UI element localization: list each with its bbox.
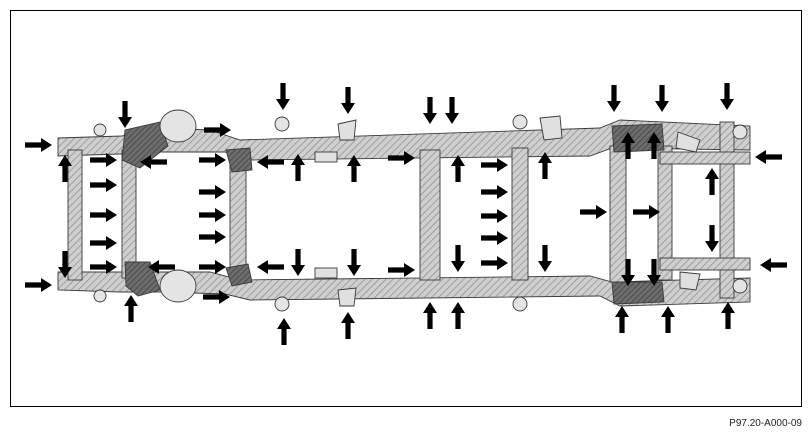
bracket xyxy=(539,115,563,141)
body-mount xyxy=(93,289,107,303)
crossmember-3 xyxy=(419,149,441,281)
arrow-icon xyxy=(445,97,459,124)
arrow-icon xyxy=(291,154,305,181)
figure-caption: P97.20-A000-09 xyxy=(729,418,802,429)
arrow-icon xyxy=(90,153,117,167)
arrow-icon xyxy=(755,150,782,164)
arrow-icon xyxy=(58,251,72,278)
arrow-icon xyxy=(199,230,226,244)
body-mount xyxy=(732,124,748,140)
crossmember-1 xyxy=(121,149,137,279)
arrow-icon xyxy=(90,236,117,250)
arrow-icon xyxy=(621,259,635,286)
bracket xyxy=(314,267,338,279)
body-mount xyxy=(274,116,290,132)
arrow-icon xyxy=(423,97,437,124)
arrow-icon xyxy=(204,123,231,137)
arrow-icon xyxy=(388,151,415,165)
arrow-icon xyxy=(199,208,226,222)
arrow-icon xyxy=(257,260,284,274)
arrow-icon xyxy=(277,318,291,345)
figure-border xyxy=(10,10,802,407)
rear-tube-lower xyxy=(659,257,751,271)
arrow-icon xyxy=(633,205,660,219)
bracket xyxy=(337,119,357,141)
rear-spring-mount-upper xyxy=(611,123,665,153)
arrow-icon xyxy=(655,85,669,112)
arrow-icon xyxy=(276,83,290,110)
arrow-icon xyxy=(388,263,415,277)
front-mount-lower xyxy=(124,261,161,297)
body-mount xyxy=(274,296,290,312)
front-mount-upper xyxy=(121,121,169,169)
arrow-icon xyxy=(721,302,735,329)
arrow-icon xyxy=(705,225,719,252)
arrow-icon xyxy=(341,87,355,114)
rear-spring-mount-lower xyxy=(611,281,665,305)
bracket xyxy=(337,287,357,307)
spring-tower-lower xyxy=(159,269,197,303)
arrow-icon xyxy=(90,178,117,192)
arrow-group xyxy=(25,83,787,345)
arrow-icon xyxy=(341,312,355,339)
arrow-icon xyxy=(423,302,437,329)
frame-assembly xyxy=(57,109,751,312)
rear-tube-upper xyxy=(659,151,751,165)
arrow-icon xyxy=(607,85,621,112)
arrow-icon xyxy=(451,245,465,272)
arrow-icon xyxy=(615,306,629,333)
mid-mount-upper xyxy=(225,147,253,173)
mid-mount-lower xyxy=(225,263,253,287)
arrow-icon xyxy=(647,259,661,286)
arrow-icon xyxy=(720,83,734,110)
arrow-icon xyxy=(347,155,361,182)
arrow-icon xyxy=(481,256,508,270)
arrow-icon xyxy=(118,101,132,128)
body-mount xyxy=(512,296,528,312)
arrow-icon xyxy=(481,231,508,245)
rear-crossmember xyxy=(719,121,735,299)
arrow-icon xyxy=(58,155,72,182)
arrow-icon xyxy=(203,290,230,304)
arrow-icon xyxy=(257,155,284,169)
arrow-icon xyxy=(661,306,675,333)
front-crossmember xyxy=(67,149,83,281)
arrow-icon xyxy=(451,302,465,329)
arrow-icon xyxy=(199,153,226,167)
body-mount xyxy=(732,278,748,294)
arrow-icon xyxy=(199,260,226,274)
bracket xyxy=(675,131,701,153)
arrow-icon xyxy=(25,138,52,152)
arrow-icon xyxy=(760,258,787,272)
crossmember-4 xyxy=(511,147,529,281)
bracket xyxy=(314,151,338,163)
bracket xyxy=(679,271,701,291)
spring-tower-upper xyxy=(159,109,197,143)
arrow-icon xyxy=(90,260,117,274)
arrow-icon xyxy=(291,249,305,276)
arrow-icon xyxy=(705,168,719,195)
arrow-icon xyxy=(25,278,52,292)
arrow-icon xyxy=(481,209,508,223)
arrow-icon xyxy=(451,155,465,182)
arrow-icon xyxy=(538,245,552,272)
arrow-icon xyxy=(124,295,138,322)
crossmember-5 xyxy=(609,145,627,283)
arrow-icon xyxy=(140,155,167,169)
arrow-icon xyxy=(481,158,508,172)
arrow-icon xyxy=(347,249,361,276)
arrow-icon xyxy=(148,260,175,274)
arrow-icon xyxy=(538,152,552,179)
arrow-icon xyxy=(199,185,226,199)
arrow-icon xyxy=(580,205,607,219)
body-mount xyxy=(93,123,107,137)
body-mount xyxy=(512,114,528,130)
arrow-icon xyxy=(90,208,117,222)
arrow-icon xyxy=(621,132,635,159)
arrow-icon xyxy=(647,132,661,159)
arrow-icon xyxy=(481,185,508,199)
